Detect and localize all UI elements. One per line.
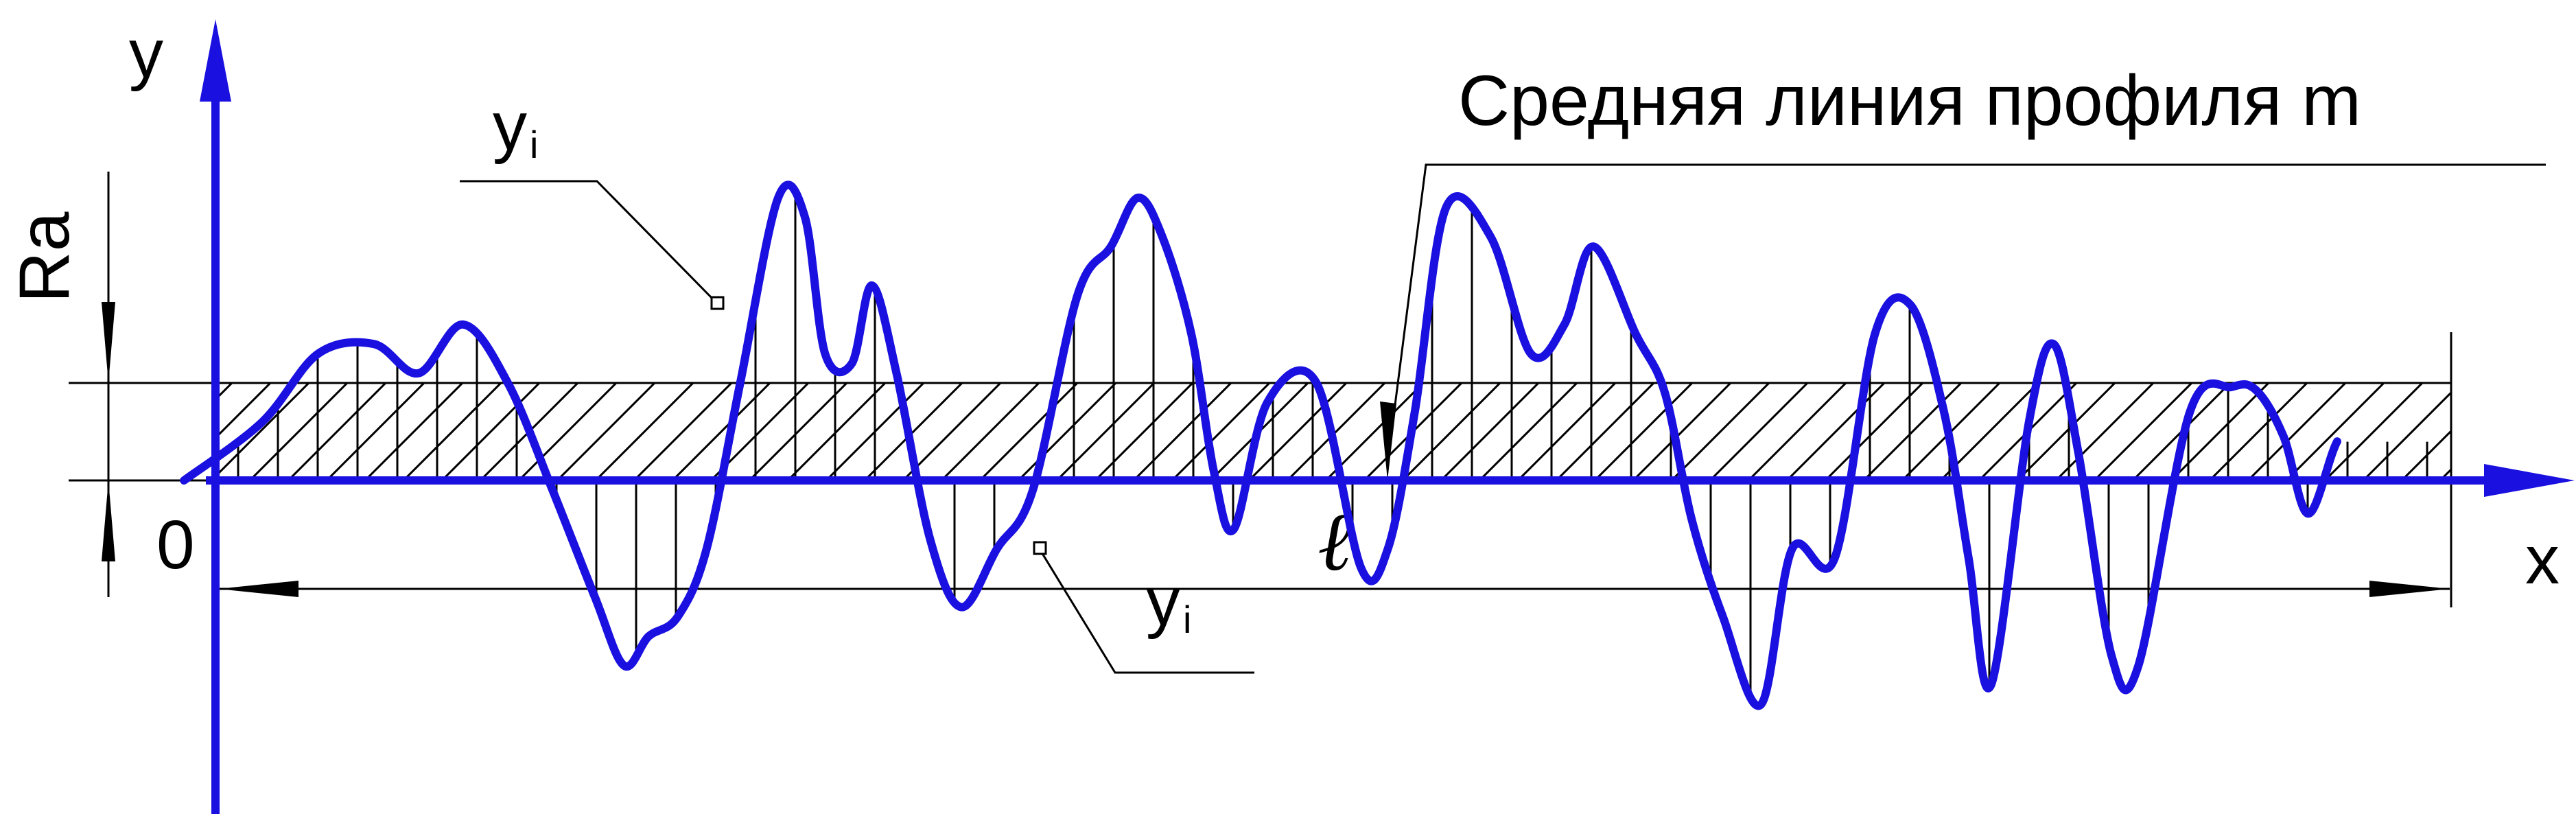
yi-callout-bottom: yi: [1033, 541, 1254, 674]
yi-marker-bottom-icon: [1033, 541, 1047, 555]
y-axis-arrow-icon: [200, 19, 231, 102]
mean-line-leader: [1387, 163, 2546, 454]
ra-arrow-down-icon: [102, 302, 115, 383]
y-axis-label: y: [129, 15, 163, 92]
yi-label-bottom: yi: [1146, 563, 1191, 641]
surface-profile-curve: [180, 181, 2341, 710]
x-axis-arrow-icon: [2484, 464, 2575, 497]
mean-line-callout: Средняя линия профиля m: [1380, 61, 2546, 480]
yi-label-top: yi: [493, 88, 538, 166]
yi-marker-top-icon: [710, 296, 725, 310]
ra-dimension: Ra: [5, 172, 115, 597]
ra-arrow-up-icon: [102, 480, 115, 561]
length-arrow-left-icon: [218, 581, 298, 597]
mean-line-arrow-icon: [1380, 402, 1396, 480]
yi-leader-bottom: [1038, 548, 1254, 674]
length-dimension: ℓ: [218, 332, 2452, 607]
origin-label: 0: [156, 507, 195, 583]
x-axis-label: x: [2525, 522, 2560, 598]
mean-line-label: Средняя линия профиля m: [1458, 61, 2361, 141]
ra-label: Ra: [5, 211, 84, 303]
yi-callout-top: yi: [460, 88, 725, 310]
axes: y x 0: [129, 15, 2575, 814]
yi-leader-top: [460, 180, 718, 305]
length-arrow-right-icon: [2369, 581, 2450, 597]
